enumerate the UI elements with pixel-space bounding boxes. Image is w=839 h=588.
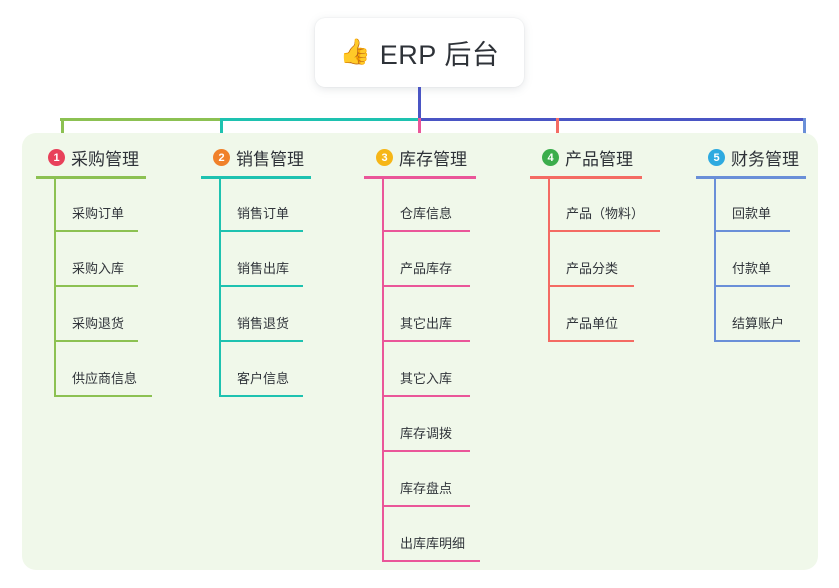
branch-drop-1 [61,118,64,144]
item-label: 付款单 [732,261,772,276]
item-label: 客户信息 [237,371,290,386]
branch-title-2: 销售管理 [236,150,304,169]
branch-underline-5 [696,176,806,179]
branch-header-3[interactable]: 3 库存管理 [364,146,467,169]
branch-header-5[interactable]: 5 财务管理 [696,146,799,169]
branch-badge-4: 4 [542,149,559,166]
branch-1: 1 采购管理采购订单采购入库采购退货供应商信息 [36,146,152,397]
item-label: 回款单 [732,206,772,221]
branch-underline-1 [36,176,146,179]
branch-spine-2 [219,177,221,397]
item-underline [219,340,303,342]
item-label: 仓库信息 [400,206,453,221]
item-label: 其它入库 [400,371,453,386]
branch-2: 2 销售管理销售订单销售出库销售退货客户信息 [201,146,311,397]
branch-drop-2 [220,118,223,144]
item-underline [382,340,470,342]
branch-spine-5 [714,177,716,342]
item-label: 采购入库 [72,261,125,276]
root-title: ERP 后台 [379,40,500,70]
item-underline [54,285,138,287]
item-underline [382,560,480,562]
item-underline [219,395,303,397]
item-label: 销售退货 [237,316,290,331]
branch-spine-3 [382,177,384,562]
item-label: 采购退货 [72,316,125,331]
item-label: 其它出库 [400,316,453,331]
branch-title-1: 采购管理 [71,150,139,169]
item-underline [714,230,790,232]
item-underline [548,340,634,342]
item-underline [382,505,470,507]
item-underline [382,285,470,287]
branch-spine-1 [54,177,56,397]
branch-drop-5 [803,118,806,144]
item-underline [54,230,138,232]
item-underline [54,340,138,342]
item-label: 产品（物料） [566,206,645,221]
item-label: 产品单位 [566,316,619,331]
branch-badge-1: 1 [48,149,65,166]
branch-4: 4 产品管理产品（物料） 产品分类产品单位 [530,146,660,342]
item-underline [714,340,800,342]
item-underline [382,395,470,397]
branch-header-1[interactable]: 1 采购管理 [36,146,139,169]
branch-title-3: 库存管理 [399,150,467,169]
item-underline [548,285,634,287]
item-underline [54,395,152,397]
item-label: 出库库明细 [400,536,466,551]
branch-underline-2 [201,176,311,179]
item-underline [382,450,470,452]
item-label: 结算账户 [732,316,785,331]
branch-badge-3: 3 [376,149,393,166]
item-label: 产品分类 [566,261,619,276]
item-underline [382,230,470,232]
item-underline [219,230,303,232]
item-label: 库存盘点 [400,481,453,496]
branch-drop-4 [556,118,559,144]
branch-panel [22,133,818,570]
branch-badge-2: 2 [213,149,230,166]
branch-badge-5: 5 [708,149,725,166]
branch-underline-3 [364,176,476,179]
item-label: 销售订单 [237,206,290,221]
trunk-segment-blue [419,118,804,121]
branch-5: 5 财务管理回款单付款单结算账户 [696,146,806,342]
branch-underline-4 [530,176,642,179]
item-label: 销售出库 [237,261,290,276]
branch-drop-3 [418,118,421,144]
branch-title-5: 财务管理 [731,150,799,169]
branch-spine-4 [548,177,550,342]
branch-header-4[interactable]: 4 产品管理 [530,146,633,169]
root-stem [418,87,421,118]
item-label: 采购订单 [72,206,125,221]
item-underline [714,285,790,287]
root-node[interactable]: 👍 ERP 后台 [315,18,524,87]
trunk-segment-teal [220,118,419,121]
branch-3: 3 库存管理仓库信息产品库存其它出库其它入库库存调拨库存盘点出库库明细 [364,146,480,562]
item-label: 产品库存 [400,261,453,276]
item-label: 供应商信息 [72,371,138,386]
branch-title-4: 产品管理 [565,150,633,169]
branch-header-2[interactable]: 2 销售管理 [201,146,304,169]
trunk-segment-green [60,118,220,121]
thumbs-up-icon: 👍 [339,38,371,66]
item-label: 库存调拨 [400,426,453,441]
item-underline [219,285,303,287]
item-underline [548,230,660,232]
